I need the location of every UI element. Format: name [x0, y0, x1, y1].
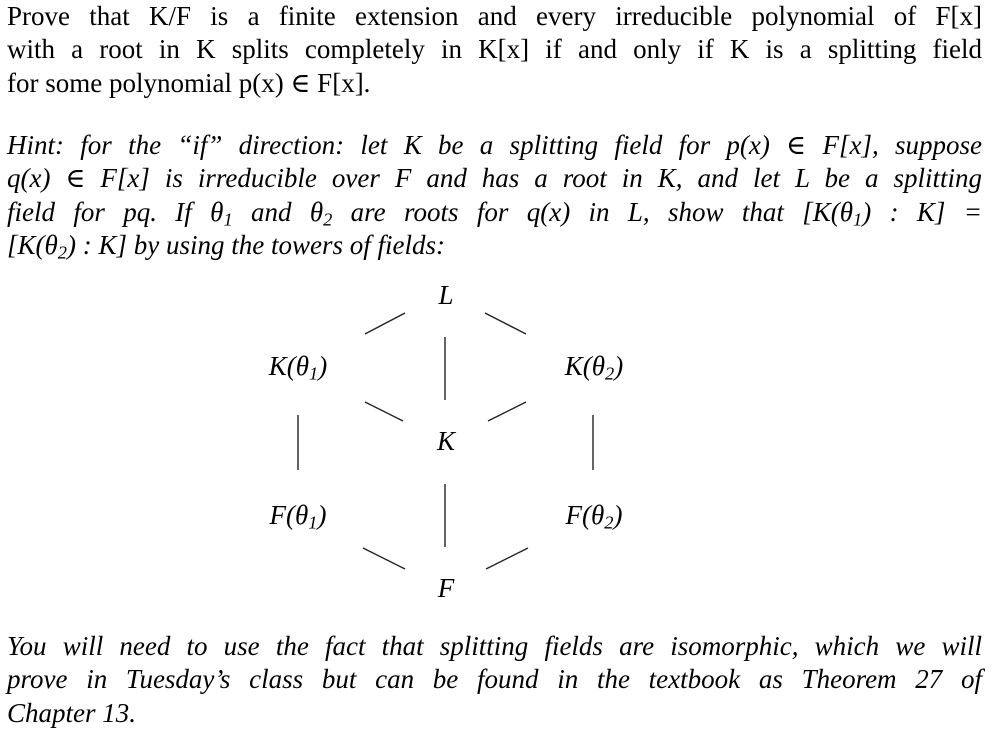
note-line-2: prove in Tuesday’s class but can be foun…: [7, 664, 982, 695]
edge-Ftheta2-F: [485, 547, 529, 570]
hint-paragraph: Hint: for the “if” direction: let K be a…: [7, 129, 982, 263]
node-F-theta2: F(θ2): [565, 500, 623, 533]
node-K: K: [436, 426, 456, 456]
node-K-theta2: K(θ2): [564, 351, 624, 384]
node-L: L: [438, 280, 454, 310]
edge-L-Ktheta2: [484, 312, 527, 335]
problem-line-1: Prove that K/F is a finite extension and…: [7, 1, 982, 31]
note-line-1: You will need to use the fact that split…: [7, 631, 982, 661]
hint-line-1: Hint: for the “if” direction: let K be a…: [7, 130, 982, 160]
hint-line-4: [K(θ2) : K] by using the towers of field…: [7, 230, 445, 263]
note-line-3: Chapter 13.: [7, 697, 137, 728]
diagram-edges: [297, 312, 594, 570]
node-F-theta1: F(θ1): [269, 500, 327, 533]
edge-L-Ktheta1: [364, 312, 406, 335]
note-paragraph: You will need to use the fact that split…: [7, 630, 982, 730]
problem-line-2: with a root in K splits completely in K[…: [7, 34, 982, 65]
problem-statement: Prove that K/F is a finite extension and…: [7, 0, 982, 100]
node-F: F: [437, 573, 455, 603]
hint-line-2: q(x) ∈ F[x] is irreducible over F and ha…: [7, 163, 982, 194]
node-K-theta1: K(θ1): [268, 351, 328, 384]
field-tower-diagram: L K(θ1) K(θ2) K F(θ1) F(θ2) F: [0, 270, 992, 620]
edge-Ftheta1-F: [362, 547, 406, 570]
edge-Ktheta1-K: [364, 401, 404, 422]
hint-line-3: field for pq. If θ1 and θ2 are roots for…: [7, 196, 983, 230]
edge-Ktheta2-K: [487, 401, 527, 422]
problem-line-3: for some polynomial p(x) ∈ F[x].: [7, 67, 371, 98]
